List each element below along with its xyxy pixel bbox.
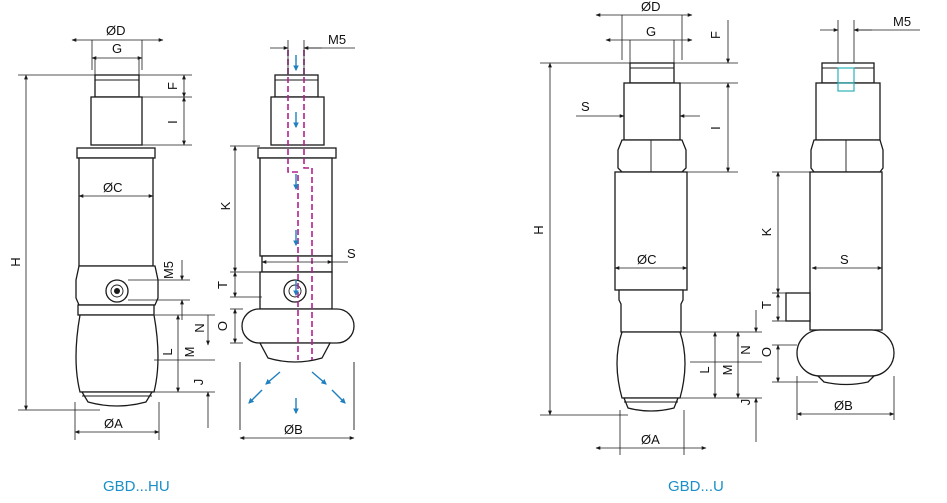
u-front-labels: ØD G F S I H ØC L M N J ØA (531, 0, 753, 447)
u-dim-m: M (720, 365, 735, 376)
hu-front-dimensions (18, 38, 215, 440)
hu-dim-f: F (165, 82, 180, 90)
hu-dim-m5-side: M5 (161, 261, 176, 279)
hu-side-view (239, 74, 355, 430)
hu-dim-k: K (218, 201, 233, 210)
u-side-view (785, 62, 895, 386)
hu-flow-path (248, 50, 346, 415)
u-dim-a: ØA (641, 432, 660, 447)
hu-dim-m5-top: M5 (328, 32, 346, 47)
u-dim-b: ØB (834, 398, 853, 413)
u-front-dimensions (540, 13, 762, 455)
hu-dim-d: ØD (106, 23, 126, 38)
hu-dim-i: I (165, 120, 180, 124)
u-dim-i: I (708, 126, 723, 130)
hu-dim-j: J (191, 379, 206, 386)
u-dim-d: ØD (641, 0, 661, 14)
hu-dim-l: L (160, 348, 175, 355)
u-side-dimensions (772, 20, 920, 420)
hu-side-dimensions (230, 40, 355, 440)
u-dim-o: O (759, 347, 774, 357)
u-front-view (614, 62, 688, 412)
hu-dim-m: M (182, 347, 197, 358)
u-dim-t: T (759, 301, 774, 309)
u-dim-k: K (759, 227, 774, 236)
u-dim-s2: S (840, 252, 849, 267)
hu-dim-t: T (215, 281, 230, 289)
u-dim-f: F (708, 31, 723, 39)
hu-dim-o: O (215, 321, 230, 331)
hu-dim-a: ØA (104, 416, 123, 431)
caption-gbd-u: GBD...U (668, 478, 724, 495)
u-dim-m5: M5 (893, 14, 911, 29)
hu-dim-s: S (347, 246, 356, 261)
u-dim-g: G (646, 24, 656, 39)
caption-gbd-hu: GBD...HU (103, 478, 170, 495)
hu-dim-h: H (8, 257, 23, 266)
flow-channel (287, 50, 313, 360)
hu-dim-c: ØC (103, 180, 123, 195)
hu-side-labels: M5 K S T N O ØB (192, 32, 356, 437)
u-dim-n: N (738, 345, 753, 354)
hu-dim-n: N (192, 323, 207, 332)
hu-dim-g: G (112, 41, 122, 56)
hu-front-labels: ØD G F I H ØC M5 ØA L M J (8, 23, 206, 431)
u-side-labels: M5 K S T O ØB (759, 14, 911, 413)
u-dim-c: ØC (637, 252, 657, 267)
hu-front-view (75, 74, 159, 407)
hu-dim-b: ØB (284, 422, 303, 437)
u-dim-j: J (738, 399, 753, 406)
u-dim-h: H (531, 225, 546, 234)
u-dim-l: L (697, 366, 712, 373)
u-dim-s1: S (581, 99, 590, 114)
